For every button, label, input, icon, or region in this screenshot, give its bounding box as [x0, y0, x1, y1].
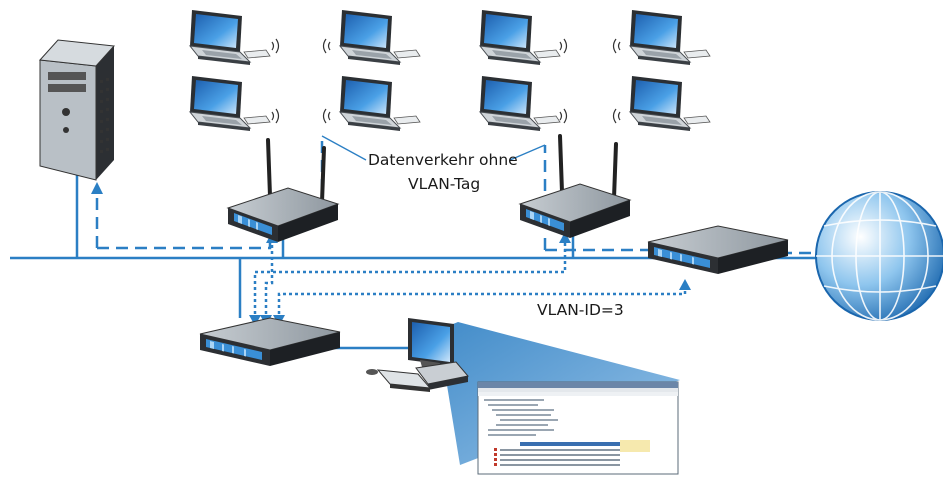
router-icon: [647, 225, 789, 275]
management-software-screenshot: [477, 381, 679, 475]
laptop-icon: [479, 9, 561, 66]
vlan3-traffic-paths: [253, 238, 687, 320]
callout-leaders: [321, 135, 546, 161]
laptop-icon: [629, 75, 711, 132]
laptop-icon: [629, 9, 711, 66]
laptop-icon: [339, 75, 421, 132]
laptop-icon: [339, 9, 421, 66]
traffic-label-line1: Datenverkehr ohne: [368, 151, 518, 169]
laptop-icon: [189, 9, 271, 66]
access-point-icon: [226, 138, 340, 244]
switch-icon: [199, 317, 341, 367]
vlan3-arrowheads: [249, 232, 691, 326]
laptop-icon: [479, 75, 561, 132]
internet-globe-icon: [815, 191, 943, 321]
traffic-label-line2: VLAN-Tag: [408, 175, 480, 193]
vlan-id-label: VLAN-ID=3: [537, 301, 624, 319]
arrow-to-server: [91, 182, 103, 194]
access-point-icon: [518, 134, 632, 240]
workstation-icon: [366, 318, 469, 392]
server-icon: [38, 39, 116, 181]
wireless-waves-icons: [271, 38, 621, 124]
laptop-icon: [189, 75, 271, 132]
